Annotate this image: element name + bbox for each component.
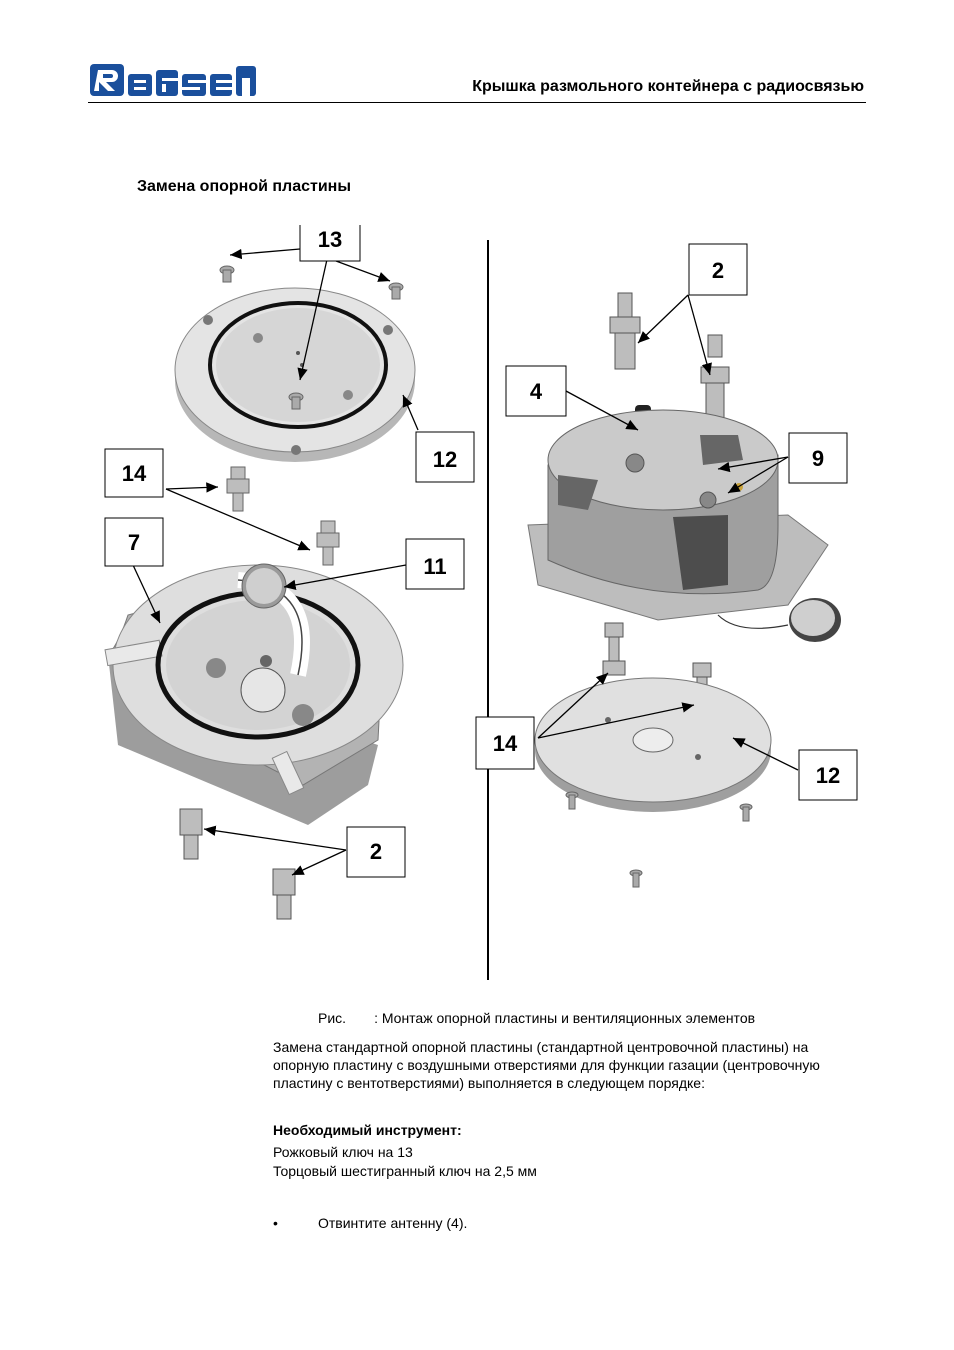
leader-lines bbox=[132, 248, 799, 876]
callout-2-right: 2 bbox=[688, 243, 748, 296]
callout-12-right: 12 bbox=[798, 749, 858, 801]
retsch-logo bbox=[90, 64, 256, 96]
step-item: • Отвинтите антенну (4). bbox=[273, 1215, 467, 1231]
bullet-symbol: • bbox=[273, 1215, 278, 1231]
page-header: Крышка размольного контейнера с радиосвя… bbox=[88, 60, 866, 103]
callout-11: 11 bbox=[405, 538, 465, 590]
assembly-drawing: 13 12 14 7 11 2 2 4 9 14 12 bbox=[104, 225, 858, 980]
intro-paragraph: Замена стандартной опорной пластины (ста… bbox=[273, 1039, 820, 1091]
svg-text:2: 2 bbox=[712, 258, 724, 283]
callout-7: 7 bbox=[104, 517, 164, 567]
header-title: Крышка размольного контейнера с радиосвя… bbox=[472, 78, 864, 95]
support-plate-bottom-right bbox=[534, 677, 772, 812]
vent-element-icon bbox=[226, 466, 340, 566]
callout-12: 12 bbox=[415, 431, 475, 483]
step-text: Отвинтите антенну (4). bbox=[318, 1215, 468, 1231]
tools-title: Необходимый инструмент: bbox=[273, 1122, 462, 1138]
caption-prefix: Рис. bbox=[318, 1010, 347, 1026]
svg-text:12: 12 bbox=[816, 763, 840, 788]
svg-text:11: 11 bbox=[423, 554, 446, 579]
lid-base-left bbox=[104, 563, 404, 825]
callout-13: 13 bbox=[299, 225, 361, 262]
svg-text:7: 7 bbox=[128, 530, 140, 555]
figure-caption: Рис. : Монтаж опорной пластины и вентиляц… bbox=[318, 1010, 755, 1026]
screw-icon bbox=[219, 265, 404, 410]
svg-text:2: 2 bbox=[370, 839, 382, 864]
lid-body-right bbox=[527, 409, 829, 621]
tool-item: Торцовый шестигранный ключ на 2,5 мм bbox=[273, 1163, 537, 1179]
connector-icon bbox=[179, 808, 296, 920]
svg-text:14: 14 bbox=[493, 731, 518, 756]
caption-text: : Монтаж опорной пластины и вентиляционн… bbox=[374, 1010, 756, 1026]
support-plate-top-left bbox=[174, 287, 416, 462]
svg-text:14: 14 bbox=[122, 461, 147, 486]
callout-14: 14 bbox=[104, 448, 164, 498]
callout-4: 4 bbox=[505, 365, 567, 417]
callout-9: 9 bbox=[788, 432, 848, 484]
screw-icon bbox=[565, 791, 753, 888]
connector-icon bbox=[609, 292, 730, 420]
vent-disc-icon bbox=[717, 598, 841, 642]
svg-text:13: 13 bbox=[318, 227, 342, 252]
callout-2-left: 2 bbox=[346, 826, 406, 878]
callout-14-right: 14 bbox=[475, 716, 535, 770]
svg-text:9: 9 bbox=[812, 446, 824, 471]
assembly-figure: 13 12 14 7 11 2 2 4 9 14 12 bbox=[88, 225, 888, 995]
svg-text:4: 4 bbox=[530, 379, 543, 404]
tool-item: Рожковый ключ на 13 bbox=[273, 1144, 413, 1160]
section-title: Замена опорной пластины bbox=[137, 178, 351, 195]
svg-text:12: 12 bbox=[433, 447, 457, 472]
